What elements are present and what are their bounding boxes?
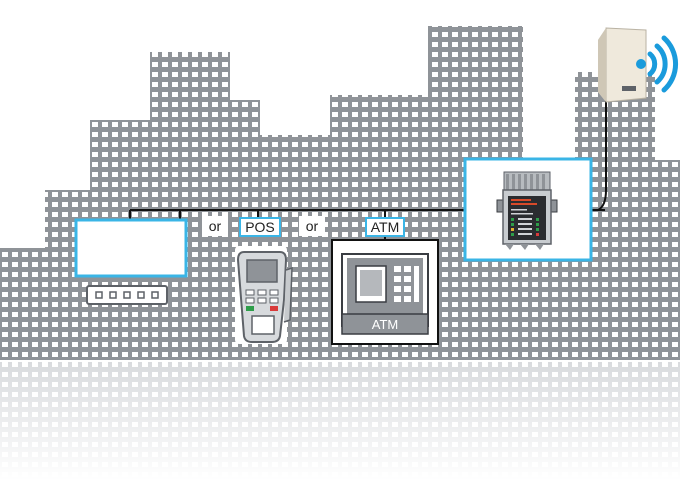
wifi-signal-icon — [636, 35, 679, 93]
router-panel — [74, 218, 188, 305]
router-screen — [74, 218, 188, 278]
skyline-reflection — [0, 360, 700, 480]
atm-device: ATM ATM — [331, 217, 439, 345]
or-label: or — [306, 218, 319, 234]
atm-tag-label: ATM — [371, 219, 400, 235]
atm-tag — [365, 217, 405, 237]
pos-tag — [239, 217, 281, 237]
pos-tag-label: POS — [245, 219, 275, 235]
router-icon — [86, 285, 168, 305]
atm-icon — [331, 239, 439, 345]
or-label: or — [209, 218, 222, 234]
booster-panel — [463, 157, 593, 262]
building — [150, 52, 230, 360]
building — [640, 160, 680, 360]
pos-device: POS — [235, 217, 293, 344]
pos-terminal-icon — [235, 246, 293, 344]
antenna-icon — [598, 27, 647, 103]
atm-screen-label: ATM — [372, 317, 398, 332]
signal-booster-icon — [496, 171, 558, 250]
